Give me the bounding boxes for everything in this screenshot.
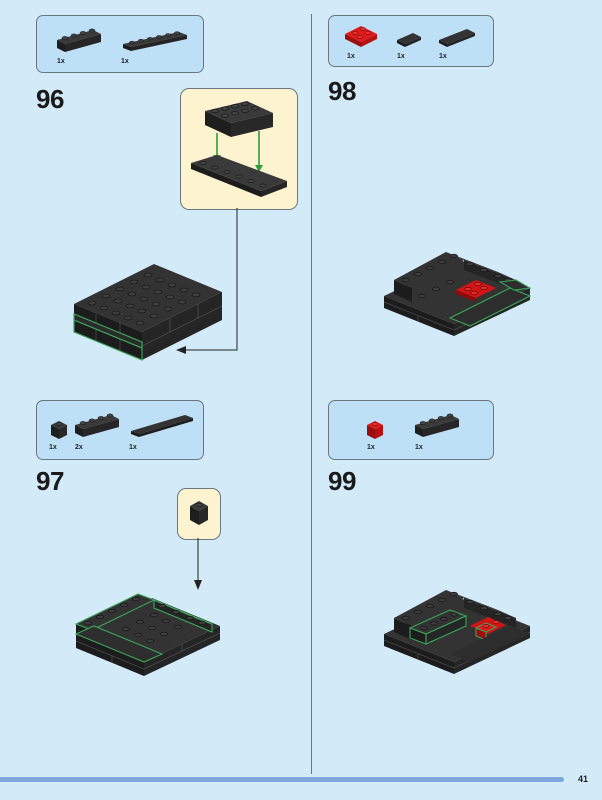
red-brick-1x1-icon: [367, 421, 383, 439]
parts-list-step-99: 1x 1x: [328, 400, 494, 460]
model-illustration-96: [73, 264, 223, 361]
part-qty: 1x: [367, 444, 375, 451]
part-qty: 1x: [49, 444, 57, 451]
model-illustration-97: [74, 593, 221, 676]
black-brick-1x4-icon: [57, 28, 101, 52]
sub-assembly-callout-97: [177, 488, 221, 540]
black-brick-1x1-icon: [190, 501, 208, 525]
parts-list-step-98: 1x 1x 1x: [328, 15, 494, 67]
column-divider: [311, 14, 312, 774]
parts-list-step-96: 1x 1x: [36, 15, 204, 73]
model-illustration-99: [383, 590, 531, 674]
part-qty: 1x: [347, 53, 355, 60]
page-number: 41: [577, 774, 588, 784]
black-brick-1x4-icon: [75, 413, 119, 437]
part-qty: 1x: [129, 444, 137, 451]
parts-list-step-97: 1x 2x 1x: [36, 400, 204, 460]
black-brick-1x1-icon: [51, 421, 67, 439]
sub-assembly-callout-96: [180, 88, 298, 210]
step-number-99: 99: [328, 466, 356, 496]
part-qty: 1x: [57, 58, 65, 65]
black-tile-1x4-icon: [439, 29, 475, 47]
model-illustration-98: [383, 252, 532, 336]
footer-bar: [0, 777, 564, 782]
part-qty: 2x: [75, 444, 83, 451]
step-number-96: 96: [36, 84, 64, 114]
black-tile-1x6-icon: [131, 415, 193, 437]
part-qty: 1x: [397, 53, 405, 60]
part-qty: 1x: [415, 444, 423, 451]
step-number-98: 98: [328, 76, 356, 106]
step-number-97: 97: [36, 466, 64, 496]
part-qty: 1x: [439, 53, 447, 60]
black-tile-1x2-icon: [397, 33, 421, 47]
black-plate-1x6-icon: [123, 31, 187, 51]
black-brick-1x4-icon: [415, 413, 459, 437]
part-qty: 1x: [121, 58, 129, 65]
sub-assembly-illustration: [191, 101, 287, 197]
red-plate-2x2-icon: [345, 26, 377, 47]
